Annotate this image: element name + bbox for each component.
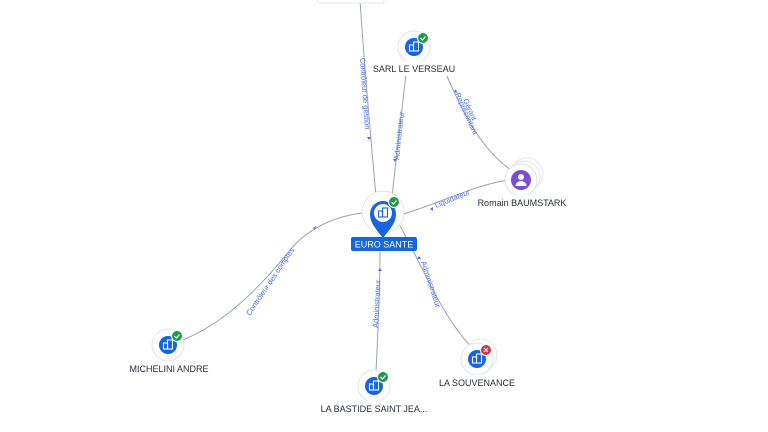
check-icon bbox=[174, 334, 180, 339]
node-label-la-bastide: LA BASTIDE SAINT JEA... bbox=[321, 404, 428, 414]
active-badge bbox=[388, 196, 400, 208]
node-label-la-souvenance: LA SOUVENANCE bbox=[439, 378, 515, 388]
person-icon bbox=[515, 174, 527, 186]
check-icon bbox=[391, 200, 397, 205]
edge-label-liquidateur: Liquidateur bbox=[433, 187, 471, 209]
close-icon bbox=[483, 347, 489, 353]
node-romain-baumstark[interactable]: Romain BAUMSTARK bbox=[470, 157, 574, 210]
node-label-michelini-andre: MICHELINI ANDRE bbox=[129, 364, 208, 374]
top-partial-node[interactable] bbox=[317, 0, 385, 4]
node-euro-sante[interactable]: EURO SANTE bbox=[351, 190, 417, 251]
arrow-controleur-gestion bbox=[367, 137, 371, 140]
check-icon bbox=[420, 36, 426, 41]
edge-label-administrateur-verseau: Administrateur bbox=[392, 111, 406, 161]
active-badge bbox=[417, 32, 429, 44]
node-sarl-le-verseau[interactable]: SARL LE VERSEAU bbox=[368, 30, 460, 76]
arrow-controleur-comptes bbox=[313, 226, 316, 230]
edge-label-administrateur-bastide: Administrateur bbox=[371, 279, 383, 328]
active-badge bbox=[171, 330, 183, 342]
arrow-gerant bbox=[454, 89, 457, 93]
node-label-romain-baumstark: Romain BAUMSTARK bbox=[478, 198, 567, 208]
building-icon bbox=[368, 380, 380, 391]
edge-controleur-comptes[interactable] bbox=[171, 211, 373, 345]
arrow-liquidateur bbox=[430, 207, 433, 211]
active-badge bbox=[377, 371, 389, 383]
node-label-euro-sante: EURO SANTE bbox=[355, 240, 414, 250]
building-icon bbox=[408, 41, 420, 52]
edge-liquidateur[interactable] bbox=[395, 179, 509, 217]
arrow-administrateur-bastide bbox=[378, 268, 382, 271]
edge-controleur-gestion[interactable] bbox=[359, 0, 377, 197]
building-icon bbox=[471, 353, 483, 364]
building-icon bbox=[377, 207, 389, 218]
check-icon bbox=[380, 375, 386, 380]
building-icon bbox=[162, 339, 174, 350]
arrow-administrateur-verseau bbox=[393, 159, 397, 162]
node-michelini-andre[interactable]: MICHELINI ANDRE bbox=[122, 328, 216, 376]
edge-gerant-representant[interactable] bbox=[445, 73, 515, 173]
edge-administrateur-verseau[interactable] bbox=[391, 73, 407, 197]
edge-label-controleur-comptes: Contrôleur des comptes bbox=[244, 246, 296, 317]
edge-label-administrateur-souvenance: Administrateur bbox=[419, 260, 443, 309]
node-la-souvenance[interactable]: LA SOUVENANCE bbox=[432, 338, 522, 390]
node-label-sarl-le-verseau: SARL LE VERSEAU bbox=[373, 64, 455, 74]
node-la-bastide[interactable]: LA BASTIDE SAINT JEA... bbox=[311, 369, 437, 416]
arrow-administrateur-souvenance bbox=[417, 256, 421, 259]
edge-administrateur-bastide[interactable] bbox=[375, 251, 381, 373]
